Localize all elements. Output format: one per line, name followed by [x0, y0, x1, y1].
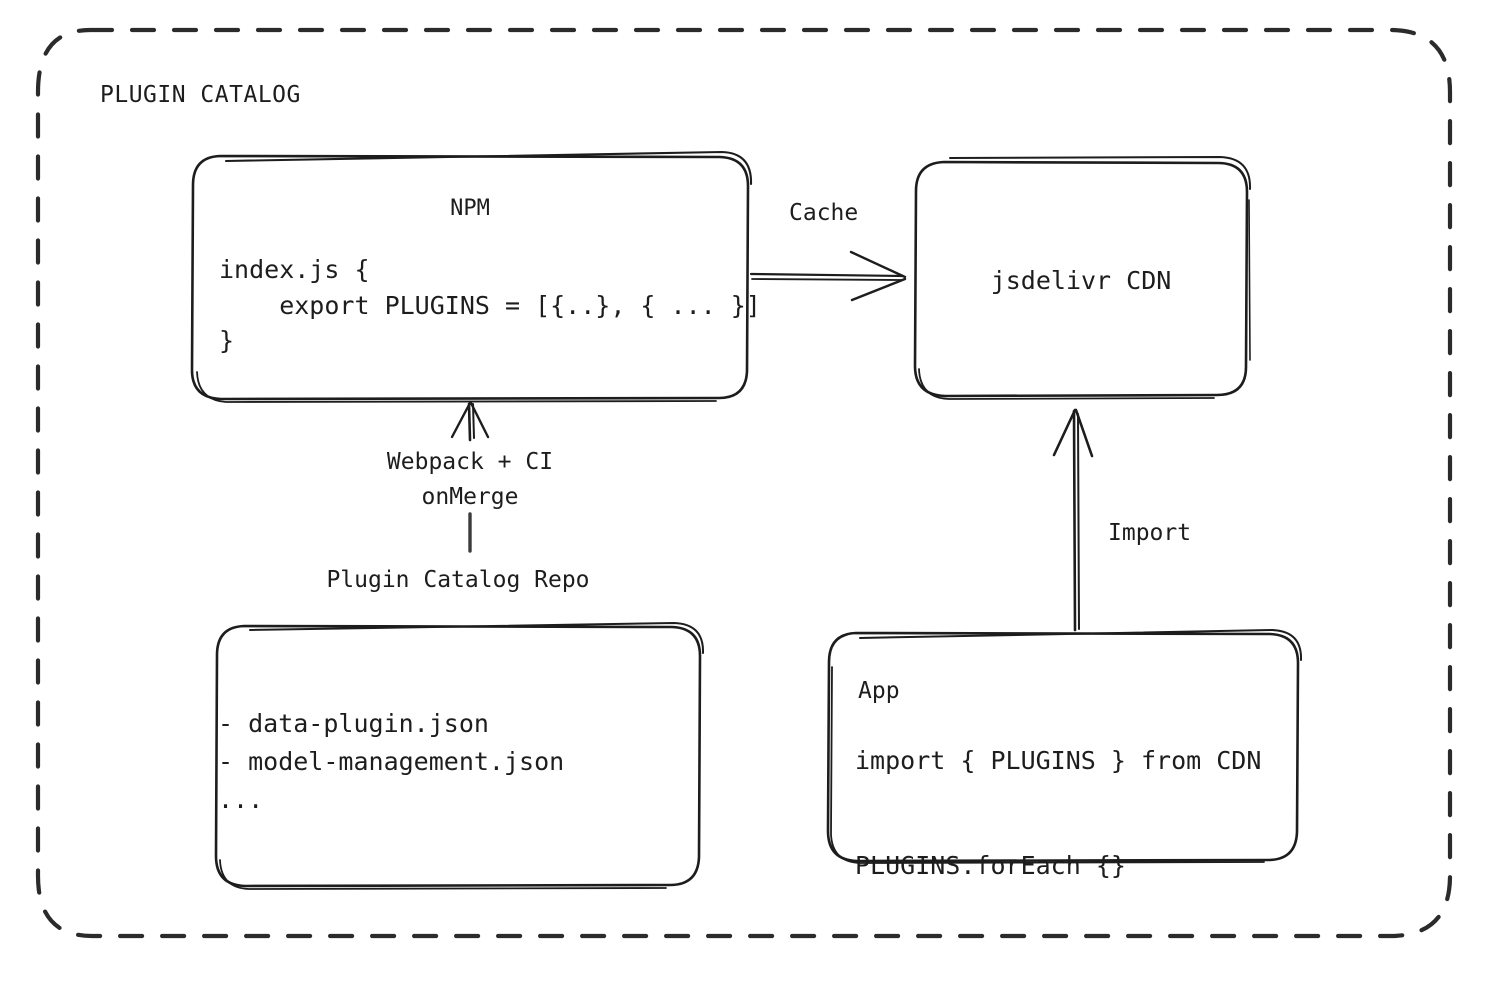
app-node-code: import { PLUGINS } from CDN PLUGINS.forE… — [855, 746, 1262, 880]
import-edge-label: Import — [1108, 520, 1192, 546]
container-title: PLUGIN CATALOG — [100, 82, 301, 108]
npm-node-title: NPM — [450, 196, 490, 221]
repo-node-title: Plugin Catalog Repo — [326, 567, 590, 593]
cache-arrow — [749, 250, 907, 302]
cache-edge-label: Cache — [789, 200, 859, 226]
app-node-title: App — [858, 678, 900, 704]
repo-node-file-list: - data-plugin.json - model-management.js… — [218, 709, 565, 814]
cdn-node-title: jsdelivr CDN — [990, 266, 1172, 295]
webpack-edge-label: Webpack + CI onMerge — [386, 449, 554, 510]
import-arrow — [1052, 408, 1094, 632]
npm-node-code: index.js { export PLUGINS = [{..}, { ...… — [219, 255, 761, 355]
